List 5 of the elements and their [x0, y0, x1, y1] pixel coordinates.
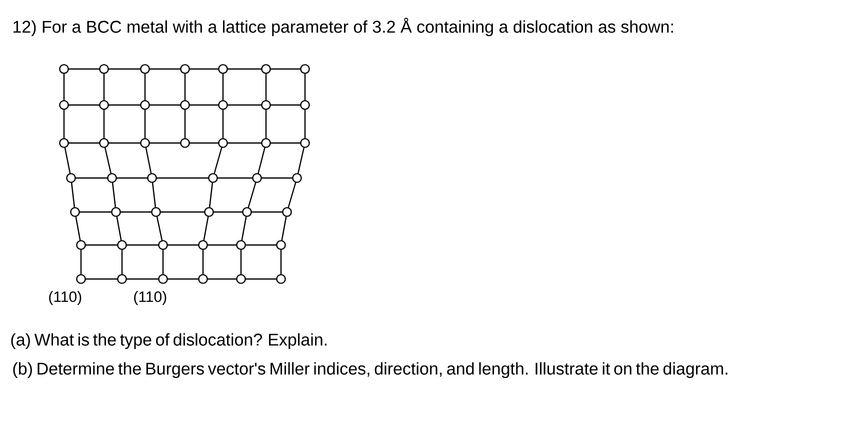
- question-text: (b) Determine the Burgers vector's Miller indices, direction, and length. Illustrate it on the diagram.: [13, 362, 728, 378]
- title: 12) For a BCC metal with a lattice parameter of 3.2 Å containing a dislocation as shown:: [14, 18, 673, 36]
- plane-label: (110): [134, 291, 166, 305]
- plane-label: (110): [49, 291, 82, 305]
- question-text: (a) What is the type of dislocation? Explain.: [11, 333, 327, 350]
